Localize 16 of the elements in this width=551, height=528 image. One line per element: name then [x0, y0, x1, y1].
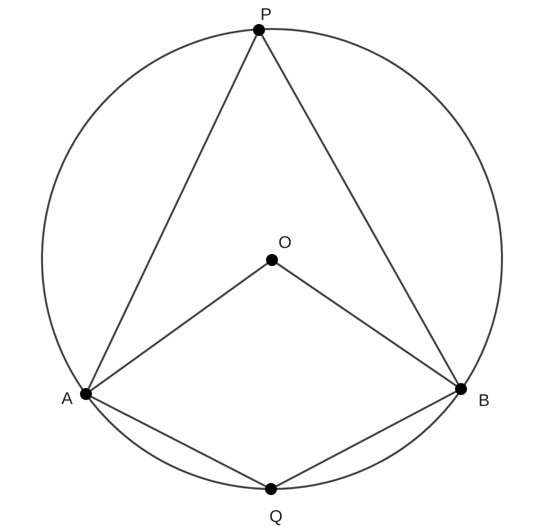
point-dot: [253, 24, 265, 36]
line-segment: [88, 34, 258, 390]
point-label: Q: [269, 508, 283, 525]
point-dot: [266, 254, 278, 266]
line-segment: [261, 34, 459, 384]
line-segment: [276, 390, 456, 488]
point-label: B: [478, 392, 490, 409]
point-dot: [455, 383, 467, 395]
point-label: O: [278, 234, 292, 251]
point-label: A: [61, 390, 73, 407]
line-segment: [90, 262, 268, 392]
point-dot: [265, 483, 277, 495]
line-segment: [276, 262, 457, 386]
point-label: P: [260, 6, 272, 23]
point-dot: [80, 388, 92, 400]
line-segment: [90, 396, 266, 488]
